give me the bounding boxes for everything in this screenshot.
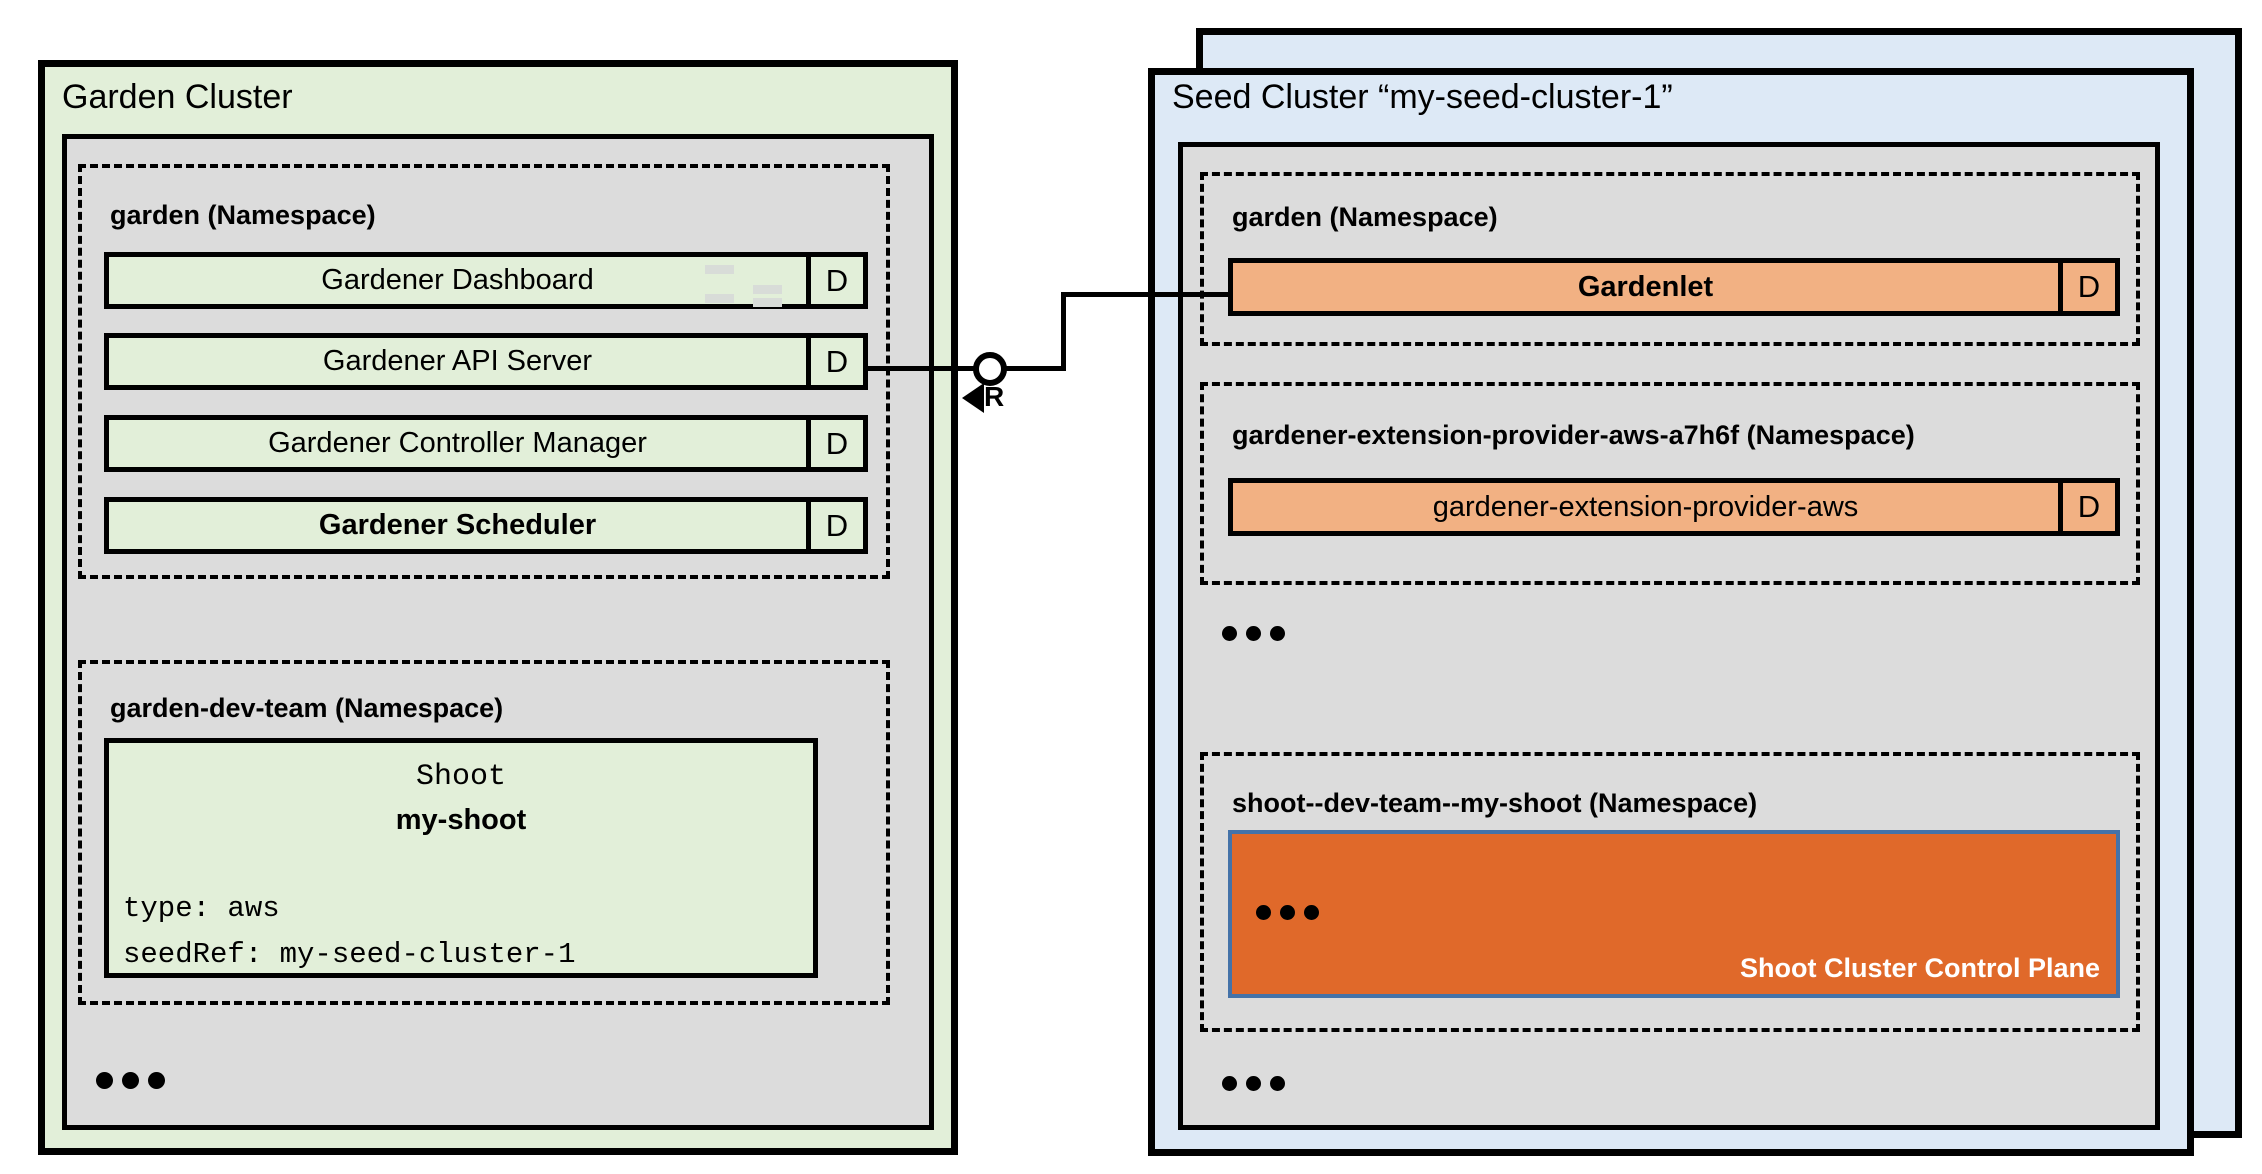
seed-extension-namespace-label: gardener-extension-provider-aws-a7h6f (N… (1232, 420, 1915, 450)
component-gardener-scheduler[interactable]: Gardener Scheduler D (104, 497, 868, 554)
component-gardener-api-server[interactable]: Gardener API Server D (104, 333, 868, 390)
component-gardener-controller-manager-badge: D (811, 420, 863, 467)
control-plane-title: Shoot Cluster Control Plane (1739, 953, 2100, 983)
connector-segment-from-api-server (866, 366, 976, 371)
component-gardener-dashboard-label: Gardener Dashboard (109, 257, 806, 307)
connector-arrow-icon (962, 383, 984, 413)
seed-cluster-label: Seed Cluster “my-seed-cluster-1” (1172, 78, 1673, 116)
garden-dev-team-namespace-label: garden-dev-team (Namespace) (110, 693, 504, 723)
shoot-spec-type: type: aws (123, 892, 280, 925)
shoot-cluster-control-plane[interactable]: Shoot Cluster Control Plane (1228, 830, 2120, 998)
connector-segment-to-riser (1005, 366, 1066, 371)
selection-artifact (705, 294, 734, 303)
component-gardener-extension-provider-aws-label: gardener-extension-provider-aws (1233, 483, 2058, 531)
component-divider (806, 257, 811, 304)
seed-garden-namespace-box[interactable] (1200, 172, 2140, 346)
seed-shoot-namespace-box[interactable] (1200, 752, 2140, 1032)
component-divider (2058, 263, 2063, 311)
component-divider (806, 420, 811, 467)
component-gardener-scheduler-label: Gardener Scheduler (109, 502, 806, 549)
garden-namespace-label: garden (Namespace) (110, 200, 376, 230)
component-gardener-dashboard[interactable]: Gardener Dashboard D (104, 252, 868, 309)
garden-namespace-box[interactable] (78, 164, 890, 579)
component-gardener-extension-provider-aws[interactable]: gardener-extension-provider-aws D (1228, 478, 2120, 536)
shoot-spec-seedref: seedRef: my-seed-cluster-1 (123, 938, 576, 971)
selection-artifact (705, 265, 734, 274)
component-gardener-dashboard-badge: D (811, 257, 863, 304)
seed-shoot-namespace-label: shoot--dev-team--my-shoot (Namespace) (1232, 788, 1758, 818)
connector-relationship-label: R (984, 381, 1005, 412)
component-gardener-controller-manager-label: Gardener Controller Manager (109, 420, 806, 467)
control-plane-more-dots (1256, 905, 1319, 920)
component-gardener-extension-provider-aws-badge: D (2063, 483, 2115, 531)
component-gardener-api-server-label: Gardener API Server (109, 338, 806, 385)
connector-segment-to-gardenlet (1061, 292, 1233, 297)
component-gardenlet-label: Gardenlet (1233, 263, 2058, 311)
component-divider (2058, 483, 2063, 531)
seed-cluster-more-dots-bottom (1222, 1076, 1285, 1091)
shoot-kind-label: Shoot (415, 760, 506, 794)
selection-artifact (753, 285, 782, 294)
component-gardener-controller-manager[interactable]: Gardener Controller Manager D (104, 415, 868, 472)
connector-segment-riser (1061, 292, 1066, 371)
component-divider (806, 338, 811, 385)
garden-cluster-label: Garden Cluster (62, 78, 293, 116)
seed-garden-namespace-label: garden (Namespace) (1232, 202, 1498, 232)
connector-socket-icon (973, 352, 1007, 386)
selection-artifact (753, 298, 782, 307)
component-divider (806, 502, 811, 549)
component-gardener-api-server-badge: D (811, 338, 863, 385)
garden-cluster-more-dots (96, 1072, 165, 1089)
component-gardenlet-badge: D (2063, 263, 2115, 311)
garden-dev-team-namespace-box[interactable] (78, 660, 890, 1005)
seed-extension-namespace-box[interactable] (1200, 382, 2140, 585)
shoot-name-label: my-shoot (395, 804, 527, 836)
component-gardener-scheduler-badge: D (811, 502, 863, 549)
shoot-resource-card[interactable]: Shoot my-shoot type: aws seedRef: my-see… (104, 738, 818, 978)
component-gardenlet[interactable]: Gardenlet D (1228, 258, 2120, 316)
seed-cluster-more-dots-middle (1222, 626, 1285, 641)
